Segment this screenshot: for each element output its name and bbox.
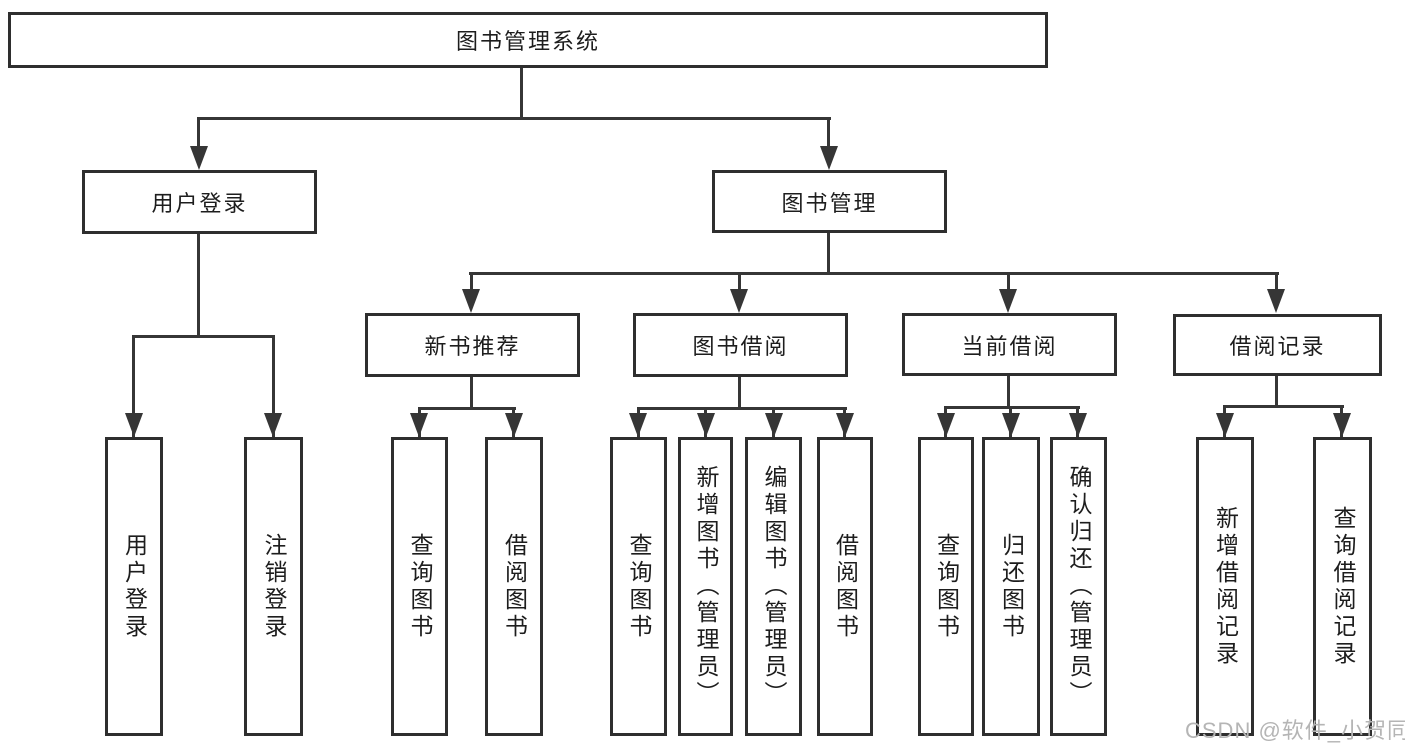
leaf-add-books-admin: 新增图书（管理员） bbox=[678, 437, 733, 736]
arrowhead-query-books-current bbox=[937, 413, 955, 437]
connector-drop-leaf-logout bbox=[272, 335, 275, 437]
arrowhead-edit-books-admin bbox=[765, 413, 783, 437]
arrowhead-leaf-user-login bbox=[125, 413, 143, 437]
leaf-confirm-return-admin-label: 确认归还（管理员） bbox=[1066, 465, 1092, 708]
arrowhead-leaf-logout bbox=[264, 413, 282, 437]
arrowhead-query-books-borrow bbox=[629, 413, 647, 437]
arrowhead-query-borrow-record bbox=[1333, 413, 1351, 437]
leaf-edit-books-admin-label: 编辑图书（管理员） bbox=[761, 465, 787, 708]
connector-drop-new-book bbox=[470, 272, 473, 294]
node-new-book-recommendation-label: 新书推荐 bbox=[424, 334, 521, 359]
leaf-edit-books-admin: 编辑图书（管理员） bbox=[745, 437, 802, 736]
leaf-query-borrow-record: 查询借阅记录 bbox=[1313, 437, 1372, 736]
connector-level3-bar bbox=[469, 272, 1279, 275]
connector-borrow-records-bar bbox=[1223, 405, 1344, 408]
node-book-borrowing: 图书借阅 bbox=[633, 313, 848, 377]
node-new-book-recommendation: 新书推荐 bbox=[365, 313, 580, 377]
connector-drop-user-login bbox=[197, 117, 200, 151]
connector-level2-bar bbox=[197, 117, 831, 120]
leaf-add-borrow-record-label: 新增借阅记录 bbox=[1212, 505, 1239, 668]
leaf-query-books-current: 查询图书 bbox=[918, 437, 974, 736]
connector-drop-current-borrow bbox=[1007, 272, 1010, 294]
leaf-borrow-books-recommend-label: 借阅图书 bbox=[501, 532, 528, 641]
leaf-query-books-current-label: 查询图书 bbox=[933, 532, 960, 641]
watermark: CSDN @软件_小贺同学 bbox=[1185, 718, 1405, 743]
arrowhead-add-borrow-record bbox=[1216, 413, 1234, 437]
node-current-borrowing: 当前借阅 bbox=[902, 313, 1117, 376]
leaf-query-books-recommend: 查询图书 bbox=[391, 437, 448, 736]
leaf-query-books-recommend-label: 查询图书 bbox=[407, 532, 433, 641]
leaf-logout-label: 注销登录 bbox=[261, 532, 287, 641]
leaf-logout: 注销登录 bbox=[244, 437, 303, 736]
connector-drop-leaf-user-login bbox=[132, 335, 135, 437]
arrowhead-return-books bbox=[1002, 413, 1020, 437]
arrowhead-book-borrow bbox=[730, 289, 748, 313]
leaf-query-books-borrow: 查询图书 bbox=[610, 437, 667, 736]
connector-book-management-stem bbox=[827, 232, 830, 275]
leaf-return-books: 归还图书 bbox=[982, 437, 1040, 736]
leaf-borrow-books-recommend: 借阅图书 bbox=[485, 437, 543, 736]
node-root: 图书管理系统 bbox=[8, 12, 1048, 68]
arrowhead-borrow-records bbox=[1267, 289, 1285, 313]
node-user-login-label: 用户登录 bbox=[151, 191, 248, 216]
arrowhead-borrow-books bbox=[836, 413, 854, 437]
leaf-borrow-books: 借阅图书 bbox=[817, 437, 873, 736]
arrowhead-book-management bbox=[820, 146, 838, 170]
node-book-management: 图书管理 bbox=[712, 170, 947, 233]
connector-user-login-stem bbox=[197, 232, 200, 337]
connector-book-borrow-stem bbox=[738, 375, 741, 409]
connector-new-book-stem bbox=[470, 375, 473, 409]
arrowhead-add-books-admin bbox=[697, 413, 715, 437]
connector-drop-book-borrow bbox=[738, 272, 741, 294]
leaf-query-books-borrow-label: 查询图书 bbox=[626, 532, 652, 641]
node-book-management-label: 图书管理 bbox=[781, 190, 878, 216]
arrowhead-current-borrow bbox=[999, 289, 1017, 313]
leaf-add-books-admin-label: 新增图书（管理员） bbox=[693, 465, 719, 708]
leaf-borrow-books-label: 借阅图书 bbox=[832, 532, 859, 641]
connector-current-borrow-bar bbox=[944, 406, 1080, 409]
connector-current-borrow-stem bbox=[1007, 374, 1010, 409]
leaf-return-books-label: 归还图书 bbox=[998, 532, 1025, 641]
connector-borrow-records-stem bbox=[1275, 374, 1278, 407]
node-borrowing-records-label: 借阅记录 bbox=[1229, 334, 1326, 359]
arrowhead-user-login bbox=[190, 146, 208, 170]
node-root-label: 图书管理系统 bbox=[455, 29, 600, 54]
connector-user-login-bar bbox=[132, 335, 275, 338]
node-book-borrowing-label: 图书借阅 bbox=[692, 334, 789, 359]
leaf-user-login: 用户登录 bbox=[105, 437, 163, 736]
connector-book-borrow-bar bbox=[637, 407, 847, 410]
connector-root-stem bbox=[520, 66, 523, 120]
connector-new-book-bar bbox=[418, 407, 516, 410]
arrowhead-query-books-recommend bbox=[410, 413, 428, 437]
leaf-query-borrow-record-label: 查询借阅记录 bbox=[1330, 505, 1356, 668]
connector-drop-borrow-records bbox=[1275, 272, 1278, 294]
node-borrowing-records: 借阅记录 bbox=[1173, 314, 1382, 376]
arrowhead-new-book bbox=[462, 289, 480, 313]
node-user-login: 用户登录 bbox=[82, 170, 317, 234]
arrowhead-borrow-books-recommend bbox=[505, 413, 523, 437]
node-current-borrowing-label: 当前借阅 bbox=[961, 333, 1058, 359]
leaf-user-login-label: 用户登录 bbox=[121, 532, 148, 641]
leaf-confirm-return-admin: 确认归还（管理员） bbox=[1050, 437, 1107, 736]
leaf-add-borrow-record: 新增借阅记录 bbox=[1196, 437, 1254, 736]
connector-drop-book-management bbox=[827, 117, 830, 151]
arrowhead-confirm-return bbox=[1069, 413, 1087, 437]
